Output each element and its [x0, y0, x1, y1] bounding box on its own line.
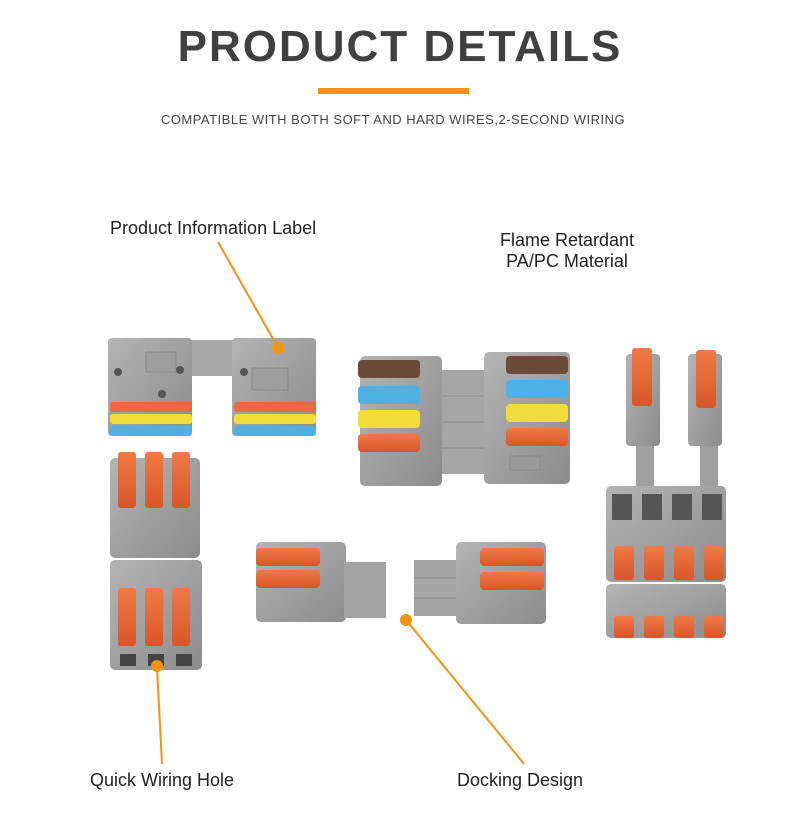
- label-material-line2: PA/PC Material: [506, 251, 628, 271]
- connector-split-with-label: [108, 338, 316, 436]
- connector-docking-pair: [256, 542, 546, 624]
- page-title: PRODUCT DETAILS: [177, 22, 623, 71]
- callout-pointers: [151, 241, 525, 765]
- label-docking-design: Docking Design: [457, 770, 584, 790]
- connector-splitter-right: [606, 348, 726, 638]
- label-material-line1: Flame Retardant: [499, 230, 635, 250]
- label-quick-wiring-hole: Quick Wiring Hole: [90, 770, 235, 790]
- connector-four-way-colored: [358, 352, 570, 486]
- page-subtitle: COMPATIBLE WITH BOTH SOFT AND HARD WIRES…: [160, 112, 626, 127]
- label-material: Flame Retardant PA/PC Material: [470, 230, 664, 272]
- label-product-information: Product Information Label: [110, 218, 317, 238]
- connector-three-way-stacked: [110, 452, 202, 670]
- title-underline: [318, 88, 469, 94]
